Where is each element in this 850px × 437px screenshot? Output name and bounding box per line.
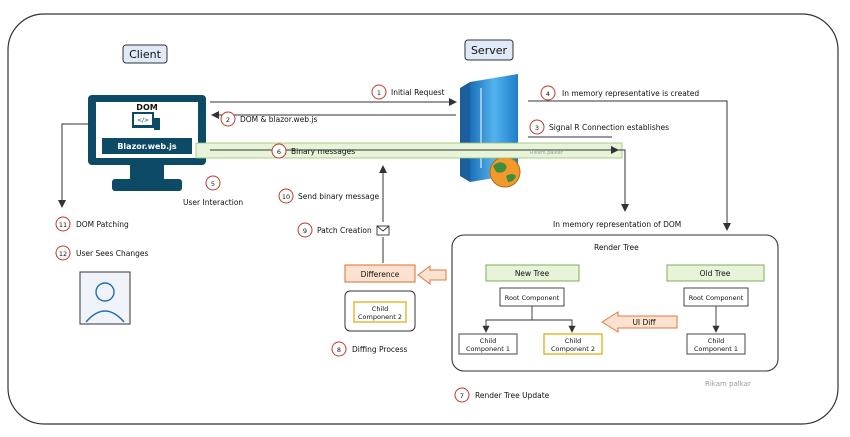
difference-title: Difference xyxy=(361,270,400,279)
step-8: 8 Diffing Process xyxy=(331,341,408,357)
step-4-label: In memory representative is created xyxy=(562,89,699,98)
step-1: 1 Initial Request xyxy=(371,84,445,100)
user-avatar-icon xyxy=(79,271,131,325)
svg-text:Root Component: Root Component xyxy=(689,294,744,302)
step-3: 3 Signal R Connection establishes xyxy=(529,119,669,135)
svg-text:11: 11 xyxy=(59,221,67,229)
svg-text:7: 7 xyxy=(460,392,464,400)
render-tree-title: Render Tree xyxy=(594,243,639,252)
svg-text:Child: Child xyxy=(480,337,496,345)
svg-text:</>: </> xyxy=(137,117,149,124)
server-header: Server xyxy=(464,39,514,61)
step-11-label: DOM Patching xyxy=(76,220,129,229)
step-9: 9 Patch Creation xyxy=(297,222,372,238)
step-2-label: DOM & blazor.web.js xyxy=(240,115,317,124)
step-6-label: Binary messages xyxy=(291,147,355,156)
new-tree-root: Root Component xyxy=(499,287,565,307)
difference-block: Difference Child Component 2 xyxy=(344,264,416,332)
old-tree-header: Old Tree xyxy=(666,264,765,282)
envelope-icon xyxy=(376,225,390,236)
step-12: 12 User Sees Changes xyxy=(55,245,148,261)
channel-watermark: Rikam palkar xyxy=(530,150,564,156)
server-icon xyxy=(460,74,521,188)
step-7: 7 Render Tree Update xyxy=(454,387,550,403)
signalr-channel: Rikam palkar xyxy=(195,142,623,159)
globe-icon xyxy=(489,156,521,188)
client-header: Client xyxy=(122,44,168,64)
old-tree-child-1: Child Component 1 xyxy=(686,333,746,355)
step-7-label: Render Tree Update xyxy=(475,391,550,400)
svg-text:Component 2: Component 2 xyxy=(551,345,595,353)
step-10-label: Send binary message xyxy=(298,192,379,201)
svg-text:1: 1 xyxy=(377,89,381,97)
svg-text:Component 1: Component 1 xyxy=(466,345,510,353)
new-tree-child-1: Child Component 1 xyxy=(458,333,518,355)
step-4: 4 In memory representative is created xyxy=(540,85,699,101)
step-8-label: Diffing Process xyxy=(352,345,408,354)
svg-text:9: 9 xyxy=(303,227,307,235)
svg-text:8: 8 xyxy=(337,346,341,354)
new-tree-child-2: Child Component 2 xyxy=(543,333,603,355)
step-5-label: User Interaction xyxy=(183,198,243,207)
client-monitor-icon: DOM </> Blazor.web.js xyxy=(88,95,206,191)
svg-text:3: 3 xyxy=(535,124,539,132)
svg-text:Component 2: Component 2 xyxy=(358,313,402,321)
memory-representation-label: In memory representation of DOM xyxy=(553,220,681,229)
svg-text:Child: Child xyxy=(708,337,724,345)
svg-text:Root Component: Root Component xyxy=(505,294,560,302)
svg-text:10: 10 xyxy=(282,193,290,201)
step-6: 6 Binary messages xyxy=(271,143,355,159)
step-12-label: User Sees Changes xyxy=(76,249,148,258)
ui-diff-arrow: UI Diff xyxy=(601,311,678,333)
svg-text:4: 4 xyxy=(546,90,550,98)
new-tree-label: New Tree xyxy=(515,269,550,278)
svg-text:Component 1: Component 1 xyxy=(694,345,738,353)
render-tree-panel: Render Tree New Tree Old Tree Root Compo… xyxy=(451,234,779,372)
step-1-label: Initial Request xyxy=(391,88,445,97)
svg-text:2: 2 xyxy=(226,116,230,124)
old-tree-root: Root Component xyxy=(683,287,749,307)
step-3-label: Signal R Connection establishes xyxy=(549,123,669,132)
blazor-script-label: Blazor.web.js xyxy=(117,142,177,151)
svg-text:5: 5 xyxy=(211,180,215,188)
dom-label: DOM xyxy=(136,103,157,112)
author-watermark: Rikam palkar xyxy=(705,380,751,388)
step-2: 2 DOM & blazor.web.js xyxy=(220,111,317,127)
step-11: 11 DOM Patching xyxy=(55,216,129,232)
old-tree-label: Old Tree xyxy=(700,269,731,278)
server-header-label: Server xyxy=(471,44,508,57)
svg-text:Child: Child xyxy=(372,305,388,313)
step-5: 5 User Interaction xyxy=(183,175,243,207)
svg-text:Child: Child xyxy=(565,337,581,345)
step-9-label: Patch Creation xyxy=(317,226,372,235)
svg-text:6: 6 xyxy=(277,148,281,156)
code-window-icon: </> xyxy=(132,112,160,130)
ui-diff-label: UI Diff xyxy=(632,318,656,327)
difference-arrow xyxy=(417,265,447,285)
step-10: 10 Send binary message xyxy=(278,188,379,204)
new-tree-header: New Tree xyxy=(485,264,580,282)
client-header-label: Client xyxy=(129,48,162,61)
svg-text:12: 12 xyxy=(59,250,67,258)
